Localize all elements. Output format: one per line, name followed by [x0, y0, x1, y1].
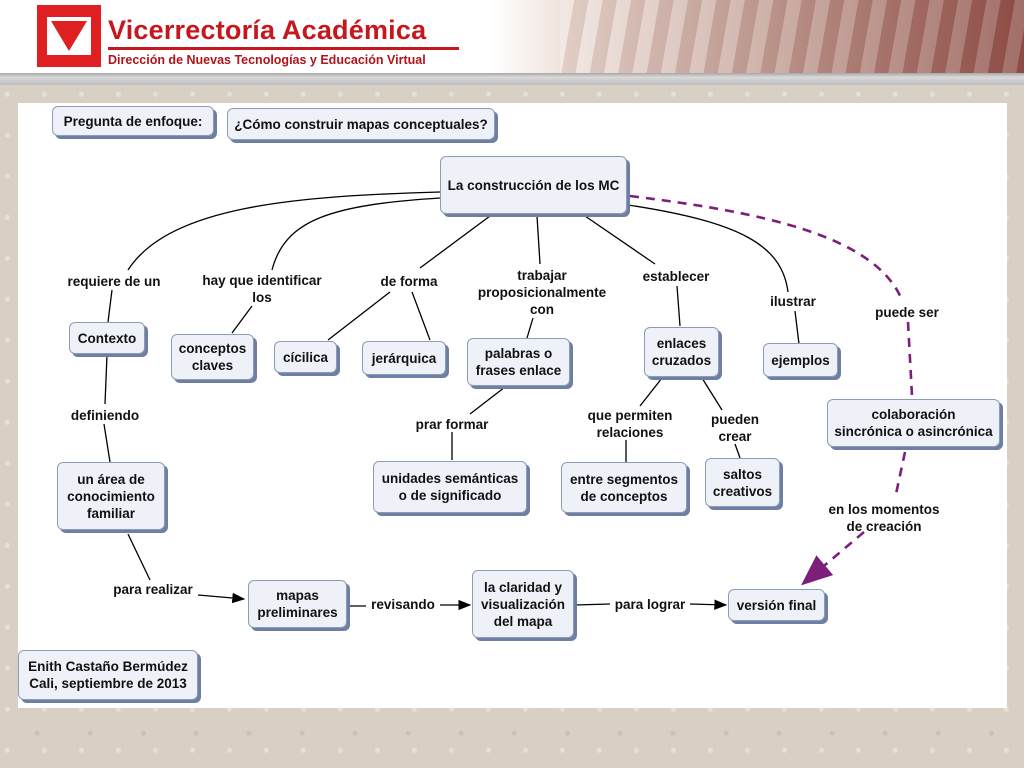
- link-para-lograr: para lograr: [614, 597, 686, 612]
- link-que-permiten-relaciones: que permiten relaciones: [587, 408, 673, 440]
- edge-ilustrar-ejemplos: [794, 310, 800, 345]
- link-definiendo: definiendo: [70, 408, 140, 423]
- ejemplos-node: ejemplos: [763, 343, 838, 377]
- edge-root-deforma: [419, 215, 491, 269]
- edge-contexto-definiendo: [104, 354, 108, 405]
- header-photo: [560, 0, 1024, 73]
- palabras-enlace-node: palabras o frases enlace: [467, 338, 570, 386]
- contexto-node: Contexto: [69, 322, 145, 354]
- header-banner: Vicerrectoría Académica Dirección de Nue…: [0, 0, 1024, 73]
- link-trabajar-proposicionalmente: trabajar proposicionalmente con: [477, 268, 607, 317]
- link-puede-ser: puede ser: [875, 305, 939, 320]
- edge-enlaces-pueden: [701, 377, 723, 411]
- edge-requiere-contexto: [107, 289, 113, 323]
- ciclica-node: cícilica: [274, 341, 337, 373]
- claridad-visualizacion-node: la claridad y visualización del mapa: [472, 570, 574, 638]
- university-logo: [37, 5, 101, 67]
- conceptos-claves-node: conceptos claves: [171, 334, 254, 380]
- edge-root-requiere: [127, 191, 441, 271]
- edge-palabras-prar: [469, 386, 506, 415]
- author-credit-box: Enith Castaño Bermúdez Cali, septiembre …: [18, 650, 198, 700]
- mapas-preliminares-node: mapas preliminares: [248, 580, 347, 628]
- link-revisando: revisando: [371, 597, 435, 612]
- link-ilustrar: ilustrar: [770, 294, 816, 309]
- link-pueden-crear: pueden crear: [710, 412, 760, 444]
- edge-puedeser-colaboracion-dashed: [906, 321, 914, 397]
- edge-establecer-enlaces: [676, 285, 681, 327]
- edge-paralograr-version: [689, 599, 728, 610]
- edge-root-hayque: [271, 197, 441, 271]
- link-establecer: establecer: [642, 269, 710, 284]
- link-en-los-momentos: en los momentos de creación: [828, 502, 940, 534]
- link-de-forma: de forma: [380, 274, 438, 289]
- edge-root-establecer: [584, 215, 656, 265]
- link-requiere-de-un: requiere de un: [67, 274, 161, 289]
- edge-pueden-saltos: [734, 443, 741, 459]
- enlaces-cruzados-node: enlaces cruzados: [644, 327, 719, 377]
- jerarquica-node: jerárquica: [362, 341, 446, 375]
- link-hay-que-identificar: hay que identificar los: [202, 273, 322, 305]
- area-conocimiento-node: un área de conocimiento familiar: [57, 462, 165, 530]
- version-final-node: versión final: [728, 589, 825, 621]
- edge-pararealizar-mapas: [197, 592, 246, 604]
- edge-root-ilustrar: [627, 204, 789, 293]
- edge-root-trabajar: [536, 215, 541, 265]
- edge-colaboracion-momentos-dashed: [894, 451, 907, 495]
- header-title: Vicerrectoría Académica: [108, 15, 427, 45]
- link-prar-formar: prar formar: [415, 417, 489, 432]
- focus-question-label: Pregunta de enfoque:: [52, 106, 214, 136]
- edge-root-puedeser-dashed: [629, 194, 904, 301]
- edge-hayque-conceptos: [231, 305, 253, 334]
- colaboracion-node: colaboración sincrónica o asincrónica: [827, 399, 1000, 447]
- edge-deforma-ciclica: [327, 291, 391, 341]
- root-concept-node: La construcción de los MC: [440, 156, 627, 214]
- link-para-realizar: para realizar: [113, 582, 193, 597]
- edge-claridad-paralograr: [574, 603, 611, 606]
- saltos-creativos-node: saltos creativos: [705, 458, 780, 507]
- edge-definiendo-area: [103, 423, 111, 463]
- edge-area-pararealizar: [127, 533, 151, 581]
- header-divider-band: [0, 73, 1024, 85]
- header-subtitle: Dirección de Nuevas Tecnologías y Educac…: [108, 53, 426, 67]
- edge-enlaces-quepermiten: [639, 377, 663, 407]
- edge-deforma-jerarquica: [411, 291, 431, 341]
- header-title-underline: [108, 47, 459, 50]
- edge-trabajar-palabras: [526, 317, 534, 339]
- edge-momentos-version-dashed: [801, 531, 865, 586]
- entre-segmentos-node: entre segmentos de conceptos: [561, 462, 687, 513]
- unidades-semanticas-node: unidades semánticas o de significado: [373, 461, 527, 513]
- focus-question-text: ¿Cómo construir mapas conceptuales?: [227, 108, 495, 140]
